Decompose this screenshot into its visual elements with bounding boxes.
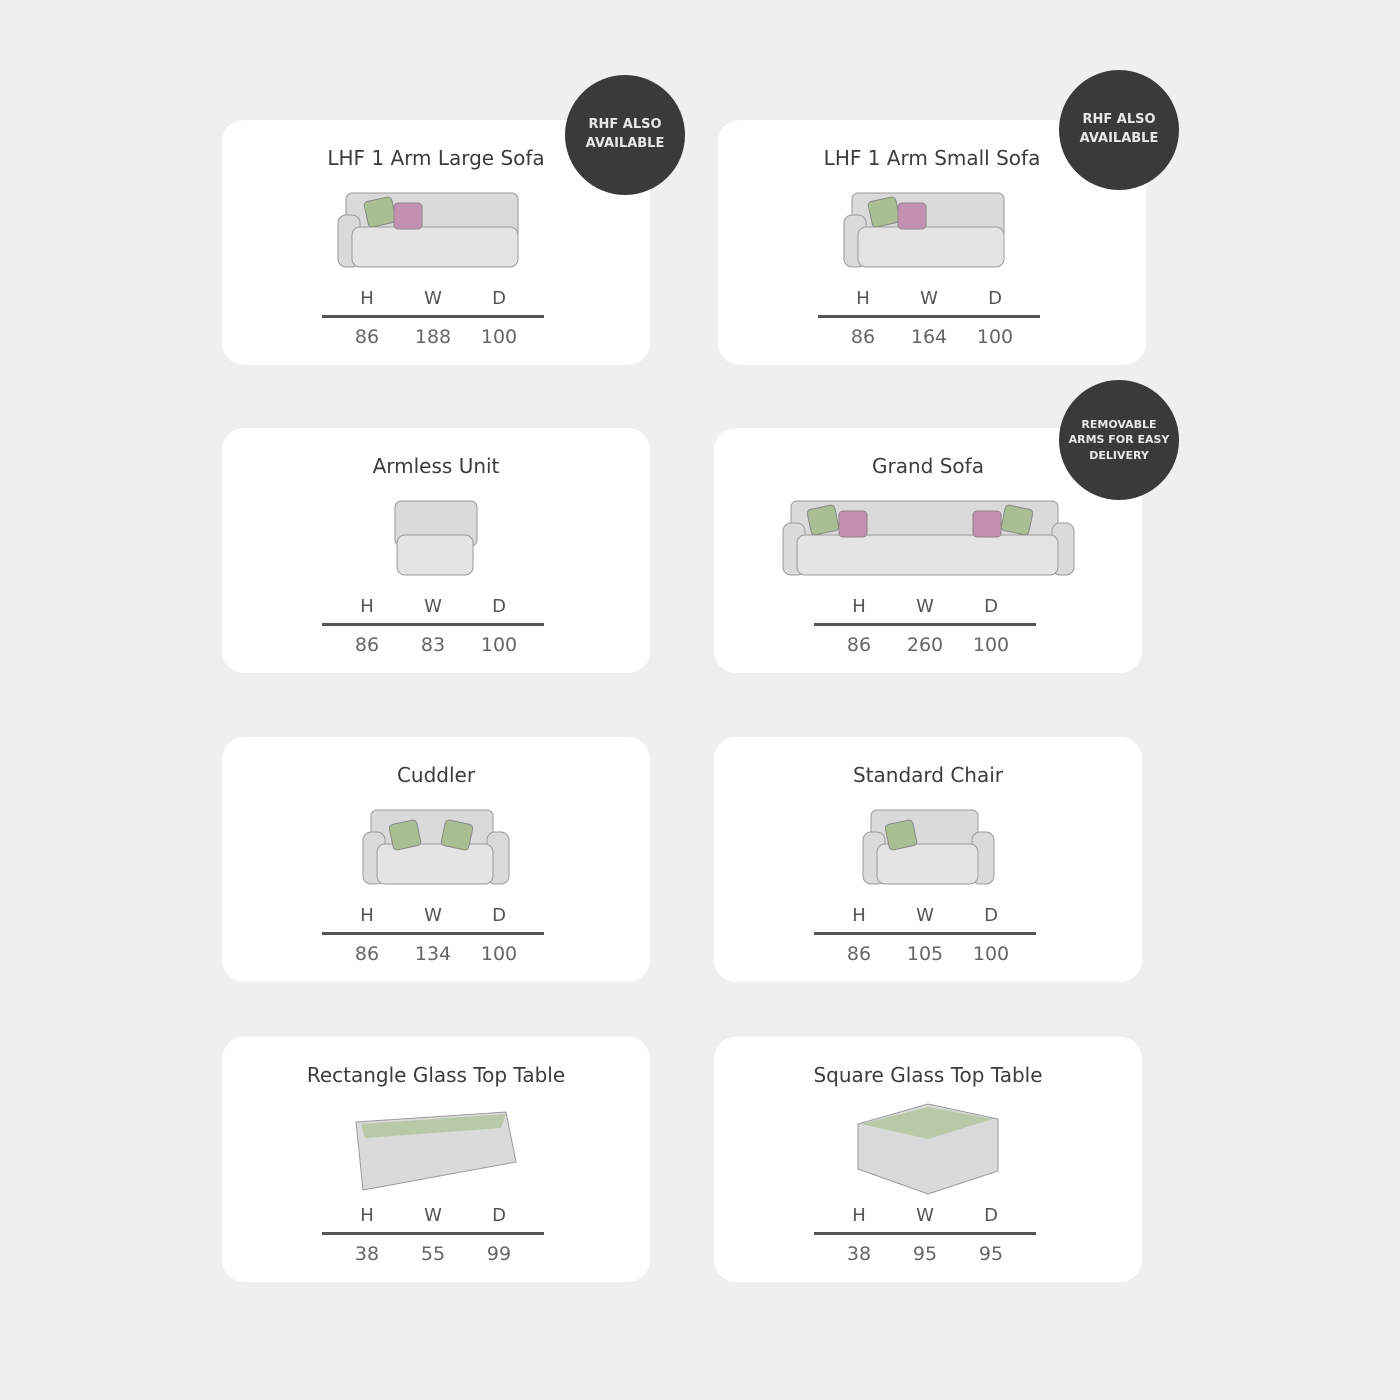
width-value: 134: [414, 943, 452, 965]
width-value: 188: [414, 326, 452, 348]
height-label: H: [360, 905, 374, 926]
depth-label: D: [984, 1205, 998, 1226]
depth-label: D: [492, 596, 506, 617]
depth-label: D: [988, 288, 1002, 309]
product-illustration: [718, 182, 1146, 282]
depth-label: D: [984, 596, 998, 617]
width-value: 83: [420, 634, 446, 656]
product-title: LHF 1 Arm Large Sofa: [327, 146, 545, 170]
dimensions-table: H W D 86 83 100: [322, 596, 544, 656]
product-illustration: [222, 490, 650, 590]
height-label: H: [360, 1205, 374, 1226]
product-title: Armless Unit: [372, 454, 500, 478]
product-illustration: [222, 182, 650, 282]
divider: [814, 623, 1036, 626]
availability-badge: RHF ALSO AVAILABLE: [565, 75, 685, 195]
width-value: 55: [420, 1243, 446, 1265]
depth-value: 95: [978, 1243, 1004, 1265]
product-illustration: [714, 799, 1142, 899]
width-value: 105: [906, 943, 944, 965]
depth-value: 100: [480, 943, 518, 965]
availability-badge: REMOVABLE ARMS FOR EASY DELIVERY: [1059, 380, 1179, 500]
width-label: W: [920, 288, 938, 309]
width-label: W: [916, 596, 934, 617]
dimensions-table: H W D 86 164 100: [818, 288, 1040, 348]
dimensions-table: H W D 38 55 99: [322, 1205, 544, 1265]
width-label: W: [424, 288, 442, 309]
height-value: 86: [846, 943, 872, 965]
height-label: H: [360, 288, 374, 309]
depth-value: 100: [480, 326, 518, 348]
depth-value: 100: [480, 634, 518, 656]
divider: [322, 315, 544, 318]
dimensions-table: H W D 86 188 100: [322, 288, 544, 348]
dimensions-table: H W D 38 95 95: [814, 1205, 1036, 1265]
product-illustration: [714, 1099, 1142, 1199]
height-value: 86: [850, 326, 876, 348]
product-illustration: [222, 799, 650, 899]
width-label: W: [424, 905, 442, 926]
divider: [818, 315, 1040, 318]
height-value: 86: [846, 634, 872, 656]
depth-value: 99: [486, 1243, 512, 1265]
product-illustration: [222, 1099, 650, 1199]
divider: [814, 932, 1036, 935]
height-label: H: [852, 905, 866, 926]
depth-label: D: [492, 1205, 506, 1226]
height-label: H: [360, 596, 374, 617]
height-value: 38: [846, 1243, 872, 1265]
width-value: 260: [906, 634, 944, 656]
product-card: Square Glass Top Table H W D 38 95 95: [714, 1037, 1142, 1282]
height-value: 38: [354, 1243, 380, 1265]
product-illustration: [714, 490, 1142, 590]
depth-value: 100: [972, 634, 1010, 656]
dimensions-table: H W D 86 105 100: [814, 905, 1036, 965]
height-value: 86: [354, 326, 380, 348]
depth-label: D: [492, 905, 506, 926]
dimensions-table: H W D 86 260 100: [814, 596, 1036, 656]
width-label: W: [424, 596, 442, 617]
product-card: Cuddler H W D 86 134 100: [222, 737, 650, 982]
width-label: W: [424, 1205, 442, 1226]
width-value: 164: [910, 326, 948, 348]
dimensions-table: H W D 86 134 100: [322, 905, 544, 965]
depth-label: D: [984, 905, 998, 926]
product-card: Rectangle Glass Top Table H W D 38 55 99: [222, 1037, 650, 1282]
height-value: 86: [354, 943, 380, 965]
product-title: Grand Sofa: [872, 454, 984, 478]
product-card: Standard Chair H W D 86 105 100: [714, 737, 1142, 982]
height-label: H: [856, 288, 870, 309]
width-label: W: [916, 1205, 934, 1226]
height-value: 86: [354, 634, 380, 656]
depth-label: D: [492, 288, 506, 309]
divider: [322, 932, 544, 935]
depth-value: 100: [972, 943, 1010, 965]
divider: [322, 1232, 544, 1235]
width-label: W: [916, 905, 934, 926]
product-title: Standard Chair: [852, 763, 1004, 787]
product-title: Square Glass Top Table: [813, 1063, 1043, 1087]
width-value: 95: [912, 1243, 938, 1265]
availability-badge: RHF ALSO AVAILABLE: [1059, 70, 1179, 190]
height-label: H: [852, 1205, 866, 1226]
product-title: Cuddler: [396, 763, 476, 787]
divider: [814, 1232, 1036, 1235]
product-card: Armless Unit H W D 86 83 100: [222, 428, 650, 673]
height-label: H: [852, 596, 866, 617]
product-card: LHF 1 Arm Small Sofa H W D 86 164 100: [718, 120, 1146, 365]
depth-value: 100: [976, 326, 1014, 348]
product-title: LHF 1 Arm Small Sofa: [823, 146, 1041, 170]
divider: [322, 623, 544, 626]
product-title: Rectangle Glass Top Table: [306, 1063, 566, 1087]
